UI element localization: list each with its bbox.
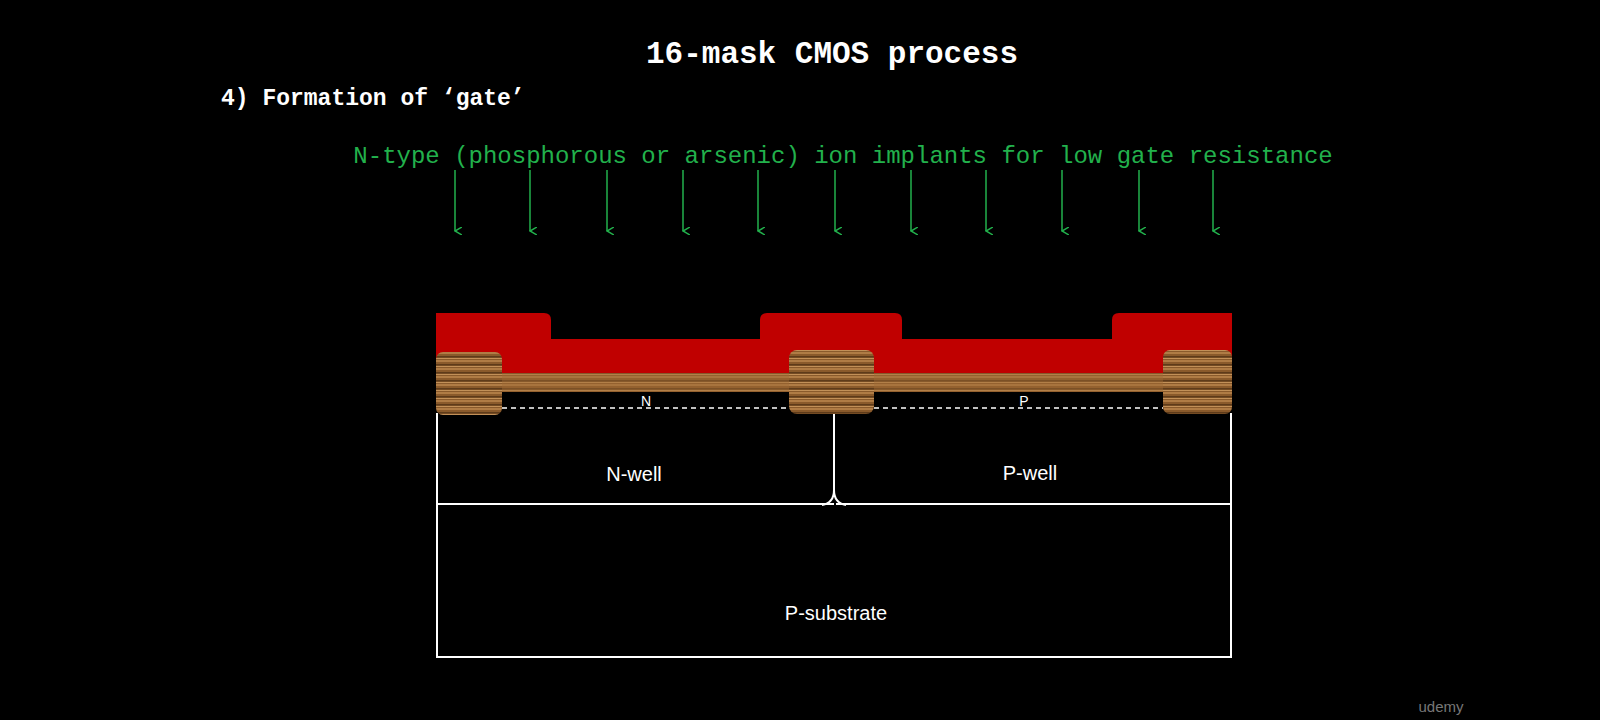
slide-title: 16-mask CMOS process [646, 37, 1018, 72]
substrate-region: P-substrate N-well P-well [436, 413, 1232, 658]
implant-arrows [455, 170, 1213, 231]
field-oxide [789, 350, 874, 414]
well-divider [822, 414, 846, 505]
region-name: P-substrate [785, 602, 887, 625]
region-label: N [641, 393, 651, 409]
implant-note: N-type (phosphorous or arsenic) ion impl… [353, 143, 1332, 170]
region-name: N-well [606, 463, 662, 486]
well-region: P-well [836, 413, 1232, 505]
region-label: P [1019, 393, 1028, 409]
step-heading: 4) Formation of ‘gate’ [221, 86, 525, 112]
well-region: N-well [436, 413, 834, 505]
field-oxide [1163, 350, 1232, 414]
region-name: P-well [1003, 462, 1057, 485]
watermark: udemy [1418, 698, 1463, 715]
field-oxide [436, 352, 502, 415]
junction-dashed [874, 407, 1163, 409]
